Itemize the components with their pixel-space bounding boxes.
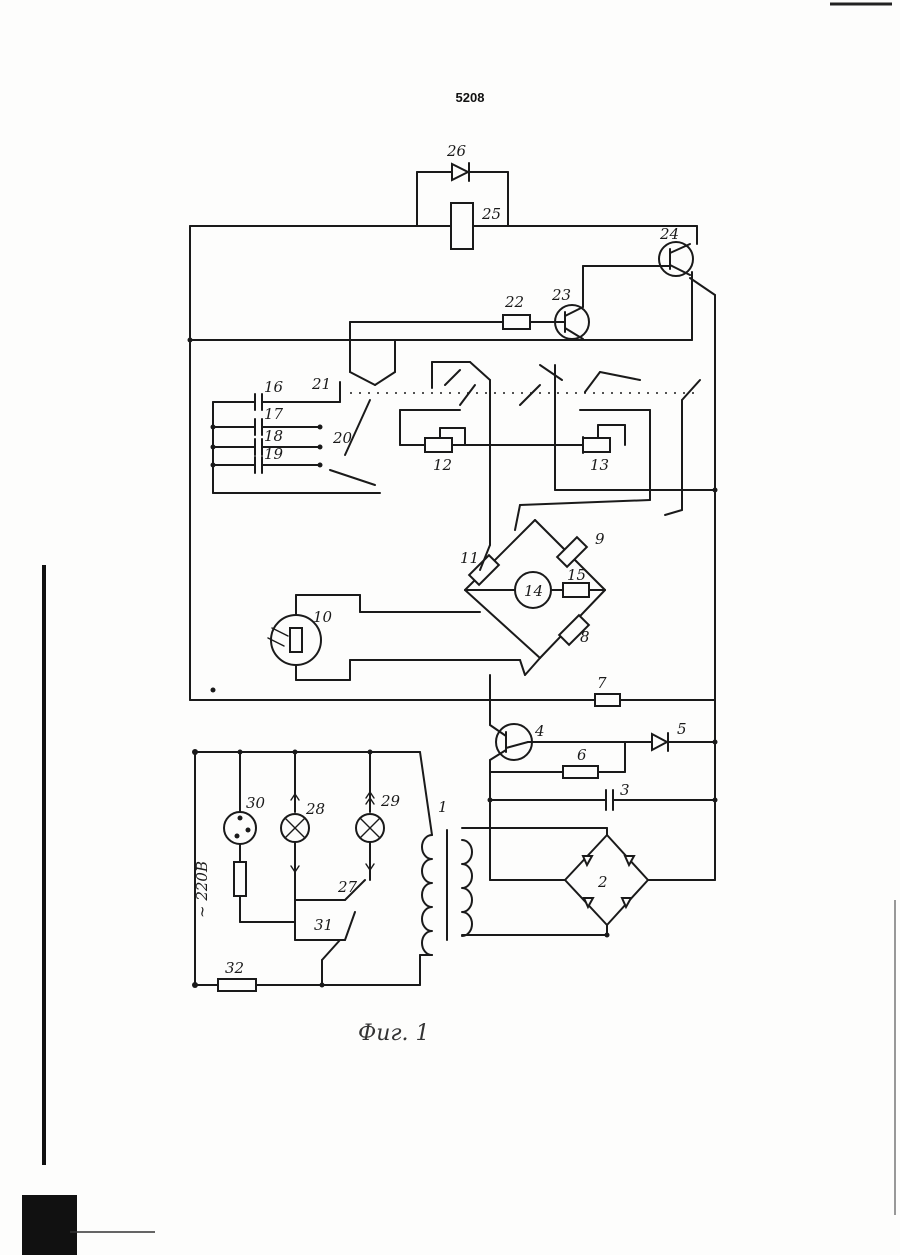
- resistor-9: [557, 537, 587, 567]
- component-label-14: 14: [524, 582, 543, 600]
- component-label-31: 31: [314, 916, 333, 934]
- component-label-24: 24: [659, 225, 679, 243]
- component-label-25: 25: [481, 205, 501, 223]
- resistor-32: [218, 979, 256, 991]
- component-label-18: 18: [264, 427, 283, 445]
- main-wiring: [190, 226, 715, 880]
- component-label-7: 7: [597, 674, 607, 692]
- component-label-21: 21: [311, 375, 331, 393]
- component-label-1: 1: [438, 798, 448, 816]
- component-label-6: 6: [577, 746, 587, 764]
- trimmer-12: [425, 438, 452, 452]
- component-label-32: 32: [225, 959, 244, 977]
- component-label-15: 15: [567, 566, 586, 584]
- component-label-29: 29: [380, 792, 401, 810]
- resistor-15: [563, 583, 589, 597]
- component-label-10: 10: [313, 608, 333, 626]
- component-label-17: 17: [264, 405, 284, 423]
- resistor-7: [595, 694, 620, 706]
- relay-diode-group: 26 25: [417, 142, 508, 249]
- rectifier-bridge-2: 2: [462, 828, 715, 935]
- mains-circuit: ~ 220В 32 30 28: [192, 749, 420, 991]
- trimmer-13: [583, 438, 610, 452]
- component-label-9: 9: [595, 530, 605, 548]
- relay-coil-25: [451, 203, 473, 249]
- component-label-4: 4: [534, 722, 545, 740]
- component-label-3: 3: [620, 781, 630, 799]
- measuring-bridge: 11 9 8 14 15: [460, 520, 605, 675]
- resistor-6: [563, 766, 598, 778]
- component-label-22: 22: [504, 293, 524, 311]
- component-label-30: 30: [246, 794, 266, 812]
- transistor-23-group: 23 22: [350, 286, 589, 372]
- component-label-13: 13: [590, 456, 609, 474]
- component-label-27: 27: [337, 878, 358, 896]
- photo-sensor-10: 10: [268, 595, 525, 680]
- capacitor-bank: 16 17 18 19 20 21: [213, 340, 395, 493]
- relay-contacts: 12 13: [350, 362, 715, 545]
- component-label-8: 8: [580, 628, 590, 646]
- component-label-12: 12: [433, 456, 452, 474]
- resistor-22: [503, 315, 530, 329]
- diode-26-symbol: [452, 164, 468, 180]
- transistor-24: 24: [583, 225, 693, 307]
- component-label-19: 19: [264, 445, 284, 463]
- scan-artifacts: [22, 4, 895, 1255]
- component-label-20: 20: [332, 429, 353, 447]
- component-label-16: 16: [264, 378, 284, 396]
- transformer-1: 1: [420, 752, 472, 985]
- component-label-28: 28: [305, 800, 325, 818]
- diode-5-symbol: [652, 734, 667, 750]
- component-label-11: 11: [460, 549, 479, 567]
- component-label-23: 23: [551, 286, 571, 304]
- component-label-26: 26: [446, 142, 467, 160]
- figure-caption: Фиг. 1: [358, 1021, 430, 1046]
- component-label-2: 2: [597, 873, 608, 891]
- supply-voltage-label: ~ 220В: [193, 861, 211, 918]
- regulator-stage: 7 4 5 6 3: [490, 674, 715, 880]
- component-label-5: 5: [677, 720, 687, 738]
